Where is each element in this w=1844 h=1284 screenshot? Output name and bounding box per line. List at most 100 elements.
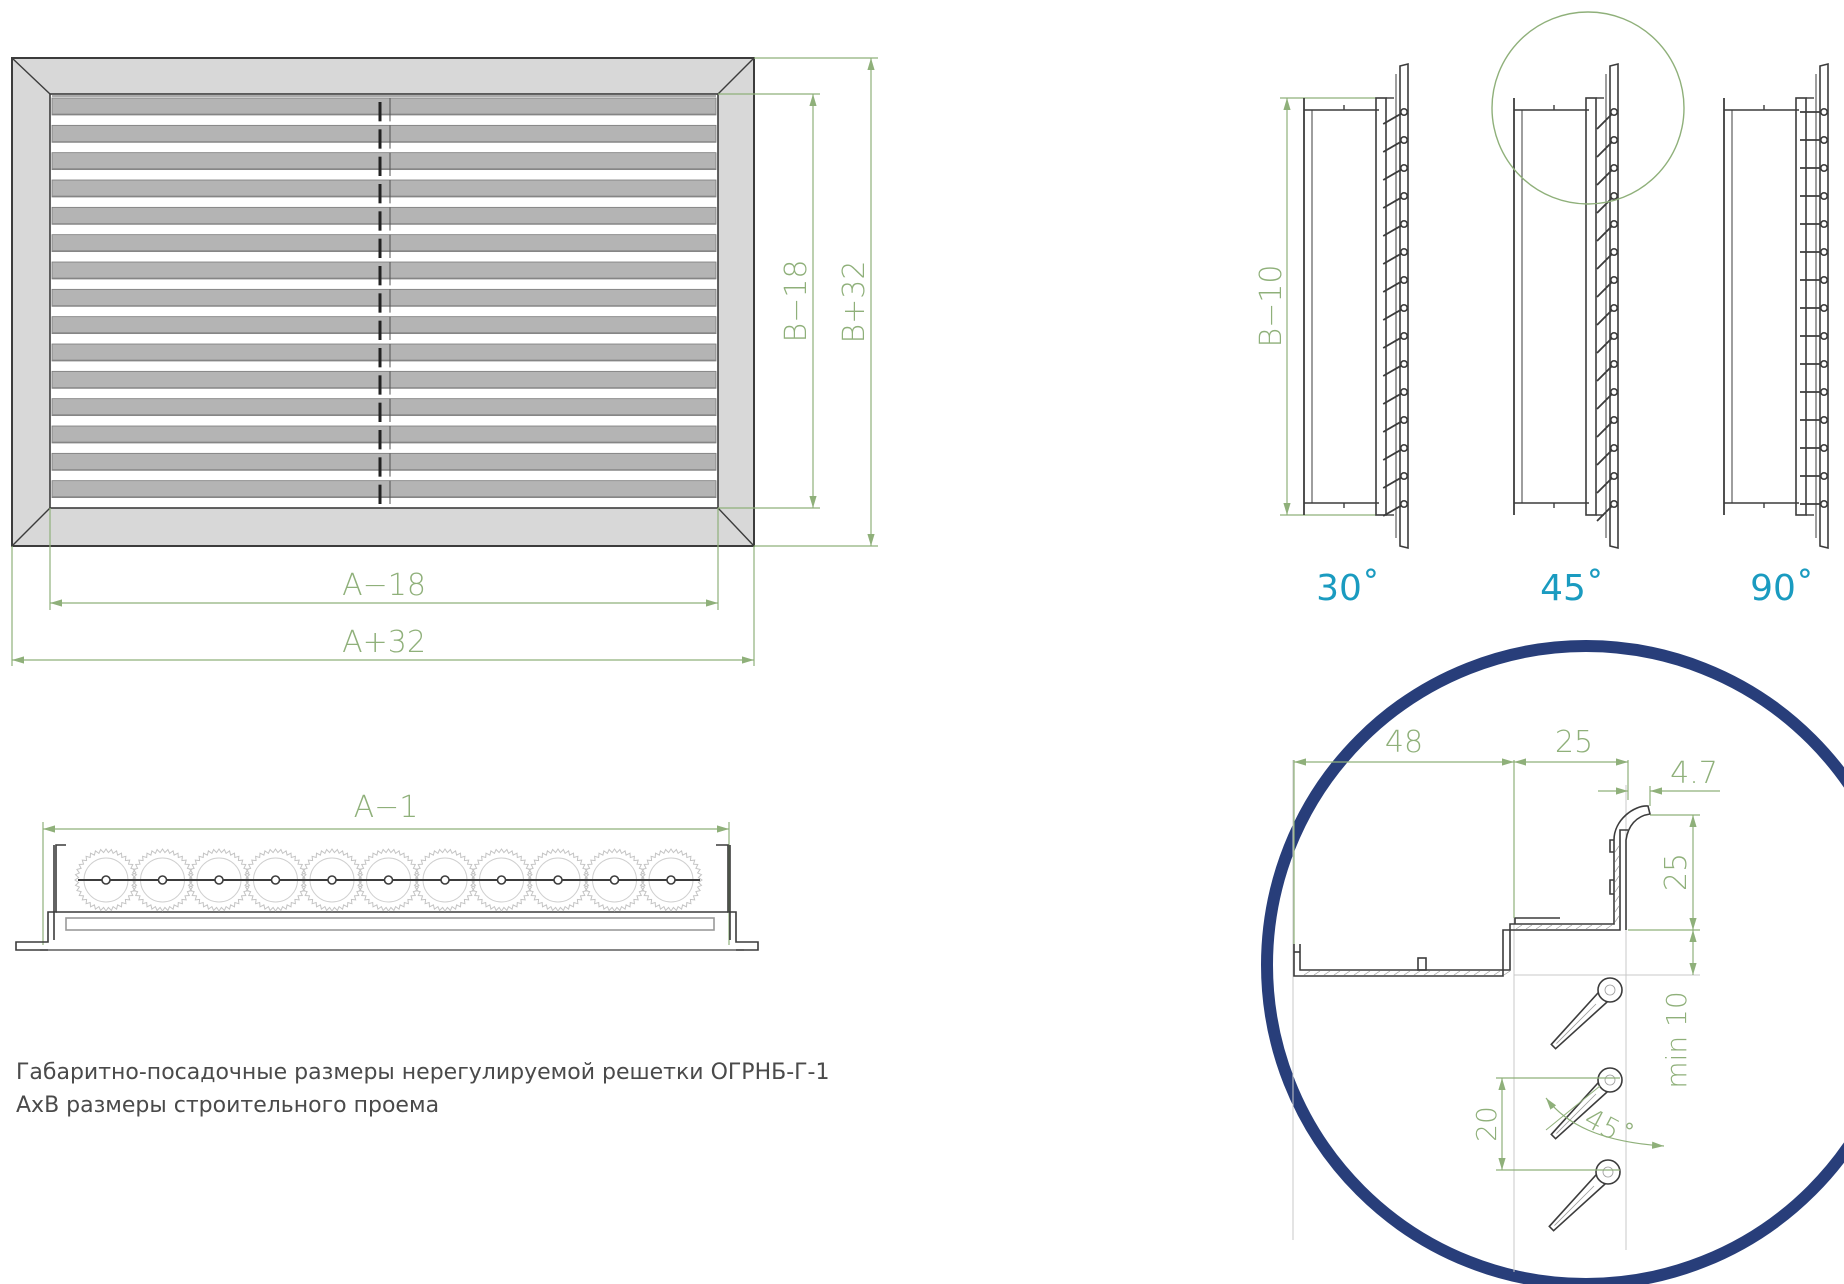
angle-label-90: 90˚ xyxy=(1750,568,1814,609)
hatch xyxy=(1555,924,1563,930)
detail-view: 48 25 4.7 25 min 10 20 45˚ xyxy=(1261,640,1844,1284)
side-blade-pivot xyxy=(1610,192,1619,201)
frame-bevels xyxy=(11,57,755,547)
side-blade-pivot xyxy=(1400,415,1409,424)
hatch xyxy=(1565,924,1573,930)
hatch xyxy=(1535,924,1543,930)
hatch xyxy=(1413,970,1421,976)
side-blade xyxy=(1382,503,1405,517)
blade xyxy=(51,124,717,143)
center-hinges xyxy=(378,98,391,504)
detail-ring xyxy=(1261,640,1844,1284)
side-view-90 xyxy=(1723,62,1829,550)
hatch xyxy=(1614,875,1620,883)
side-blade xyxy=(1382,447,1405,461)
side-blade-pivot xyxy=(1820,331,1829,340)
rod-pin-group xyxy=(101,875,676,885)
hatch xyxy=(1433,970,1441,976)
blade xyxy=(51,316,717,335)
rod-pin xyxy=(383,875,394,885)
dim-label-a18: A−18 xyxy=(342,568,426,603)
hatch xyxy=(1614,845,1620,853)
side-blade-pivot xyxy=(1400,471,1409,480)
dim-label-b10: B−10 xyxy=(1254,265,1289,348)
detail-blade-center xyxy=(1556,1003,1597,1044)
side-blade-pivot xyxy=(1820,415,1829,424)
side-blade-pivot xyxy=(1820,303,1829,312)
side-blade-pivot xyxy=(1820,164,1829,173)
blade xyxy=(51,288,717,307)
side-blade xyxy=(1382,279,1405,293)
hatch xyxy=(1453,970,1461,976)
side-blade-pivot xyxy=(1820,136,1829,145)
hatch xyxy=(1585,924,1593,930)
roller-gear xyxy=(74,848,138,912)
blade xyxy=(51,452,717,471)
side-blade xyxy=(1382,167,1405,181)
dim-label-48: 48 xyxy=(1385,725,1423,760)
side-blade-pivot xyxy=(1400,248,1409,257)
hatch xyxy=(1575,924,1583,930)
hatch xyxy=(1545,924,1553,930)
detail-blade-pivot xyxy=(1595,1159,1621,1185)
blade xyxy=(51,261,717,280)
side-blade xyxy=(1382,223,1405,237)
side-blade-pivot xyxy=(1610,471,1619,480)
side-blade-pivot xyxy=(1820,499,1829,508)
side-blade-pivot xyxy=(1820,443,1829,452)
hatch xyxy=(1443,970,1451,976)
hatch xyxy=(1343,970,1351,976)
hatch xyxy=(1503,970,1511,976)
caption-line-2: AxB размеры строительного проема xyxy=(16,1093,440,1118)
side-blade-pivot xyxy=(1400,359,1409,368)
side-blade-pivot xyxy=(1610,387,1619,396)
side-blade-pivot xyxy=(1610,220,1619,229)
detail-blades xyxy=(1545,977,1623,1232)
hatch xyxy=(1363,970,1371,976)
side-blade-pivot xyxy=(1400,331,1409,340)
frame-section xyxy=(1795,97,1807,516)
side-blade-pivot xyxy=(1610,108,1619,117)
side-blade-pivot xyxy=(1610,331,1619,340)
side-blade xyxy=(1382,139,1405,153)
side-blade xyxy=(1382,111,1405,125)
frame-section xyxy=(1585,97,1597,516)
rod-pin xyxy=(327,875,337,885)
side-blade xyxy=(1382,391,1405,405)
side-blade-pivot xyxy=(1820,387,1829,396)
hatch xyxy=(1614,915,1620,923)
rod-pin xyxy=(270,875,281,885)
side-blade-pivot xyxy=(1610,248,1619,257)
dim-label-a32: A+32 xyxy=(342,625,426,660)
side-blade-pivot xyxy=(1400,108,1409,117)
detail-blade-pin xyxy=(1604,984,1616,996)
side-blade xyxy=(1382,335,1405,349)
hatch xyxy=(1595,924,1603,930)
hatch xyxy=(1525,924,1533,930)
hatch xyxy=(1323,970,1331,976)
hatch xyxy=(1463,970,1471,976)
side-blade-pivot xyxy=(1610,415,1619,424)
side-blade xyxy=(1382,251,1405,265)
detail-blade-center xyxy=(1554,1185,1595,1226)
detail-callout-circle xyxy=(1491,11,1685,205)
side-blade-pivot xyxy=(1400,192,1409,201)
angle-label-30: 30˚ xyxy=(1316,568,1380,609)
detail-blade-pin xyxy=(1604,1074,1616,1086)
blade xyxy=(51,234,717,253)
hatch xyxy=(1353,970,1361,976)
side-blade xyxy=(1382,419,1405,433)
side-view-45 xyxy=(1513,62,1619,550)
side-blade-pivot xyxy=(1610,443,1619,452)
side-blade-pivot xyxy=(1820,275,1829,284)
rod-pin xyxy=(101,875,111,885)
blade xyxy=(51,370,717,389)
bottom-housing xyxy=(15,844,759,951)
caption-line-1: Габаритно-посадочные размеры нерегулируе… xyxy=(16,1060,830,1085)
side-blade xyxy=(1382,475,1405,489)
side-blade-pivot xyxy=(1610,359,1619,368)
side-blade-pivot xyxy=(1820,471,1829,480)
dim-label-min10: min 10 xyxy=(1660,991,1693,1088)
side-blade-pivot xyxy=(1400,443,1409,452)
